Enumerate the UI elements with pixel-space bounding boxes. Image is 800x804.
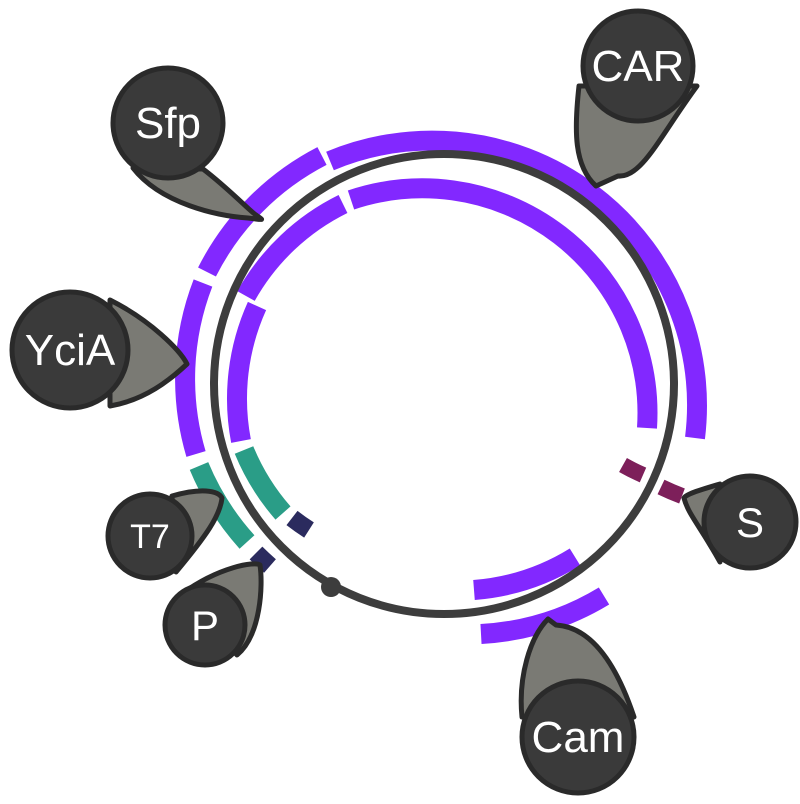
t7-marker-head (105, 491, 195, 581)
marker-car[interactable]: CAR (573, 8, 700, 189)
s-label: S (736, 499, 764, 546)
sfp-outer-arc[interactable] (198, 147, 327, 277)
s-outer-arc[interactable] (657, 479, 685, 504)
s-inner-arc[interactable] (619, 457, 647, 483)
marker-s[interactable]: S (681, 473, 799, 571)
marker-sfp[interactable]: Sfp (110, 65, 264, 223)
car-inner-arc[interactable] (347, 178, 658, 429)
marker-ycia[interactable]: YciA (9, 289, 190, 411)
ycia-outer-arc[interactable] (175, 279, 213, 457)
inner-feature-track (227, 178, 658, 600)
cam-label: Cam (532, 713, 625, 762)
cam-inner-arc[interactable] (473, 548, 581, 600)
car-outer-arc[interactable] (326, 130, 707, 440)
outer-feature-track (175, 130, 707, 644)
sfp-marker-head (110, 65, 226, 181)
p-inner-arc[interactable] (286, 510, 314, 538)
car-marker-head (580, 8, 696, 124)
t7-label: T7 (130, 518, 170, 556)
ycia-marker-head (9, 289, 131, 411)
p-marker-head (162, 582, 248, 668)
car-label: CAR (592, 42, 685, 91)
ycia-label: YciA (25, 326, 116, 375)
marker-p[interactable]: P (162, 561, 264, 668)
t7-inner-arc[interactable] (234, 446, 291, 520)
marker-cam[interactable]: Cam (518, 616, 637, 796)
plasmid-backbone (210, 150, 678, 618)
p-outer-arc[interactable] (249, 546, 276, 573)
sfp-inner-arc[interactable] (237, 195, 348, 302)
marker-t7[interactable]: T7 (105, 488, 225, 581)
sfp-label: Sfp (135, 99, 201, 148)
ycia-marker-tail (107, 297, 190, 409)
cam-marker-head (519, 678, 637, 796)
origin-marker[interactable] (321, 577, 341, 597)
sfp-marker-tail (130, 165, 264, 223)
ycia-inner-arc[interactable] (227, 301, 267, 443)
s-marker-head (701, 473, 799, 571)
p-label: P (191, 602, 219, 649)
